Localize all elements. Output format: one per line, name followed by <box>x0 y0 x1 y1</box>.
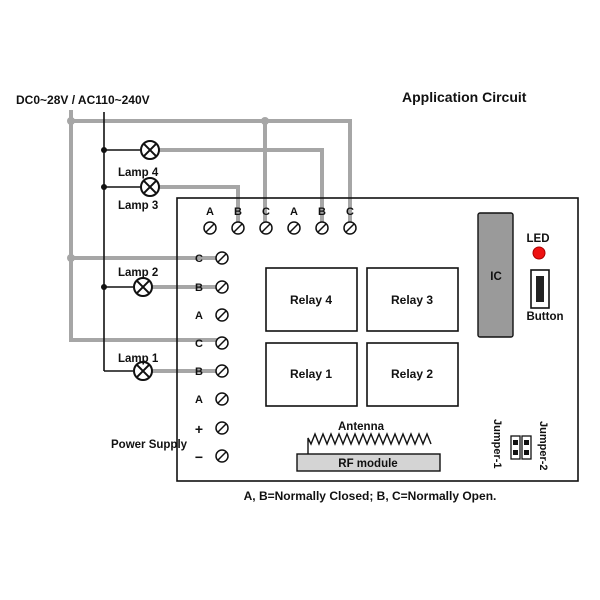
relay-3 <box>366 267 459 332</box>
junction-dot <box>101 147 107 153</box>
junction-dot <box>261 117 269 125</box>
led-indicator <box>532 246 546 260</box>
relay-2 <box>366 342 459 407</box>
supply-voltage-label: DC0~28V / AC110~240V <box>16 93 150 107</box>
antenna-coil-icon <box>307 432 432 454</box>
jumper-pin <box>513 450 518 455</box>
terminal-label: A <box>206 206 214 218</box>
jumper-2[interactable] <box>521 435 532 460</box>
relay-2-label: Relay 2 <box>391 367 433 381</box>
lamp-4-label: Lamp 4 <box>118 167 159 179</box>
junction-dot <box>67 254 75 262</box>
lamp-2 <box>133 277 153 297</box>
terminal-screw <box>231 221 245 235</box>
jumper-pin <box>524 450 529 455</box>
relay-3-label: Relay 3 <box>391 293 433 307</box>
junction-dot <box>67 117 75 125</box>
terminal-label: A <box>290 206 298 218</box>
left-terminal-screws <box>215 251 229 463</box>
gray-wire-lamp4 <box>158 148 324 229</box>
terminal-label: A <box>195 394 203 406</box>
terminal-screw <box>203 221 217 235</box>
ic-chip <box>477 212 514 338</box>
push-button[interactable] <box>530 269 550 309</box>
jumper-2-label: Jumper-2 <box>537 421 549 471</box>
relays: Relay 4 Relay 3 Relay 1 Relay 2 <box>265 267 459 407</box>
junction-dot <box>101 184 107 190</box>
terminal-label: B <box>318 206 326 218</box>
led-label: LED <box>527 233 550 245</box>
terminal-screw <box>343 221 357 235</box>
terminal-label: C <box>195 338 203 350</box>
terminal-label: + <box>195 421 203 437</box>
lamp-4 <box>140 140 160 160</box>
terminal-screw <box>215 336 229 350</box>
diagram-title: Application Circuit <box>402 89 527 105</box>
lamp-3-label: Lamp 3 <box>118 200 158 212</box>
lamp-2-label: Lamp 2 <box>118 267 158 279</box>
gray-wire-lamp3 <box>158 185 240 229</box>
jumper-pin <box>524 440 529 445</box>
terminal-label: C <box>346 206 354 218</box>
gray-wires <box>69 110 352 373</box>
relay-1-label: Relay 1 <box>290 367 332 381</box>
terminal-screw <box>259 221 273 235</box>
terminal-screw <box>215 421 229 435</box>
relay-1 <box>265 342 358 407</box>
power-supply-label: Power Supply <box>111 439 188 451</box>
left-terminal-labels: C B A C B A + − <box>195 253 203 465</box>
relay-4 <box>265 267 358 332</box>
terminal-label: A <box>195 310 203 322</box>
jumper-1-label: Jumper-1 <box>491 419 503 469</box>
terminal-screw <box>287 221 301 235</box>
terminal-screw <box>215 449 229 463</box>
rf-module-label: RF module <box>338 458 397 470</box>
lamp-cross <box>142 179 158 195</box>
lamp-1 <box>133 361 153 381</box>
button-label: Button <box>526 311 563 323</box>
jumper-block[interactable] <box>510 435 521 460</box>
terminal-screw <box>215 308 229 322</box>
terminal-screw <box>215 251 229 265</box>
terminal-label: B <box>195 282 203 294</box>
control-board <box>176 197 579 482</box>
black-junctions <box>101 147 107 290</box>
gray-rail-top <box>69 119 352 229</box>
terminal-legend-caption: A, B=Normally Closed; B, C=Normally Open… <box>244 489 497 503</box>
lamp-cross <box>135 279 151 295</box>
terminal-screw <box>215 364 229 378</box>
rf-module <box>296 453 441 472</box>
jumper-pin <box>513 440 518 445</box>
jumper-block[interactable] <box>521 435 532 460</box>
button-actuator[interactable] <box>536 276 544 302</box>
terminal-screw <box>315 221 329 235</box>
top-terminal-labels: A B C A B C <box>206 206 354 218</box>
lamp-3 <box>140 177 160 197</box>
lamp-cross <box>142 142 158 158</box>
terminal-label: C <box>262 206 270 218</box>
terminal-label: B <box>195 366 203 378</box>
terminal-screw <box>215 280 229 294</box>
gray-junctions <box>67 117 269 262</box>
terminal-screw <box>215 392 229 406</box>
terminal-label: − <box>195 449 203 465</box>
terminal-label: B <box>234 206 242 218</box>
terminal-label: C <box>195 253 203 265</box>
lamp-cross <box>135 363 151 379</box>
lamp-1-label: Lamp 1 <box>118 353 159 365</box>
relay-4-label: Relay 4 <box>290 293 332 307</box>
jumper-1[interactable] <box>510 435 521 460</box>
black-wires <box>103 112 140 372</box>
antenna-label: Antenna <box>338 421 385 433</box>
top-terminal-screws <box>203 221 357 235</box>
ic-label: IC <box>490 271 502 283</box>
junction-dot <box>101 284 107 290</box>
